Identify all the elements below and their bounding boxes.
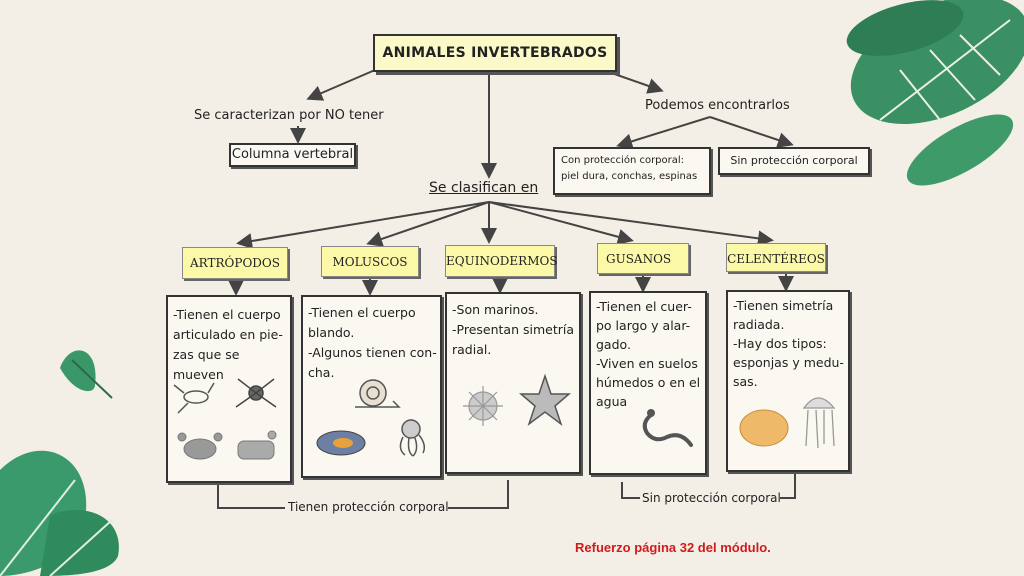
artropodos-text: -Tienen el cuerpo articulado en pie- zas… (173, 307, 283, 382)
group-celentereos: CELENTÉREOS (726, 243, 826, 272)
equinodermos-text: -Son marinos. -Presentan simetría radial… (452, 302, 574, 357)
insect-icon (173, 382, 215, 414)
gusanos-card: -Tienen el cuer- po largo y alar- gado. … (589, 291, 707, 475)
classification-label: Se clasifican en (429, 180, 539, 196)
group-gusanos: GUSANOS (597, 243, 689, 274)
reference-note: Refuerzo página 32 del módulo. (575, 540, 771, 555)
monstera-leaf-icon (846, 0, 1024, 186)
moluscos-card: -Tienen el cuerpo blando. -Algunos tiene… (301, 295, 442, 478)
spider-icon (235, 378, 277, 408)
worm-icon (642, 409, 693, 447)
scorpion-icon (237, 430, 277, 460)
group-artropodos: ARTRÓPODOS (182, 247, 288, 279)
gusanos-text: -Tienen el cuer- po largo y alar- gado. … (596, 299, 701, 409)
celentereos-text: -Tienen simetría radiada. -Hay dos tipos… (733, 298, 844, 389)
characteristic-label: Se caracterizan por NO tener (194, 108, 384, 123)
page-title: ANIMALES INVERTEBRADOS (373, 34, 617, 72)
sea-urchin-icon (463, 386, 503, 426)
crab-icon (177, 432, 223, 460)
sponge-icon (739, 409, 789, 447)
large-leaf-icon (0, 450, 119, 576)
starfish-icon (518, 373, 572, 427)
group-equinodermos: EQUINODERMOS (445, 245, 558, 277)
unprotected-box: Sin protección corporal (718, 147, 870, 175)
moluscos-text: -Tienen el cuerpo blando. -Algunos tiene… (308, 305, 437, 380)
protected-bracket-label: Tienen protección corporal (288, 500, 449, 514)
vertebral-column-box: Columna vertebral (229, 143, 356, 167)
unprotected-bracket-label: Sin protección corporal (642, 491, 781, 505)
artropodos-card: -Tienen el cuerpo articulado en pie- zas… (166, 295, 292, 483)
group-moluscos: MOLUSCOS (321, 246, 419, 277)
snail-icon (355, 379, 401, 408)
octopus-icon (399, 419, 426, 457)
equinodermos-card: -Son marinos. -Presentan simetría radial… (445, 292, 581, 474)
mussel-icon (316, 430, 366, 456)
celentereos-card: -Tienen simetría radiada. -Hay dos tipos… (726, 290, 850, 472)
small-leaf-icon (60, 350, 113, 399)
where-found-label: Podemos encontrarlos (645, 98, 790, 113)
jellyfish-icon (802, 397, 836, 449)
protected-box: Con protección corporal: piel dura, conc… (553, 147, 711, 195)
